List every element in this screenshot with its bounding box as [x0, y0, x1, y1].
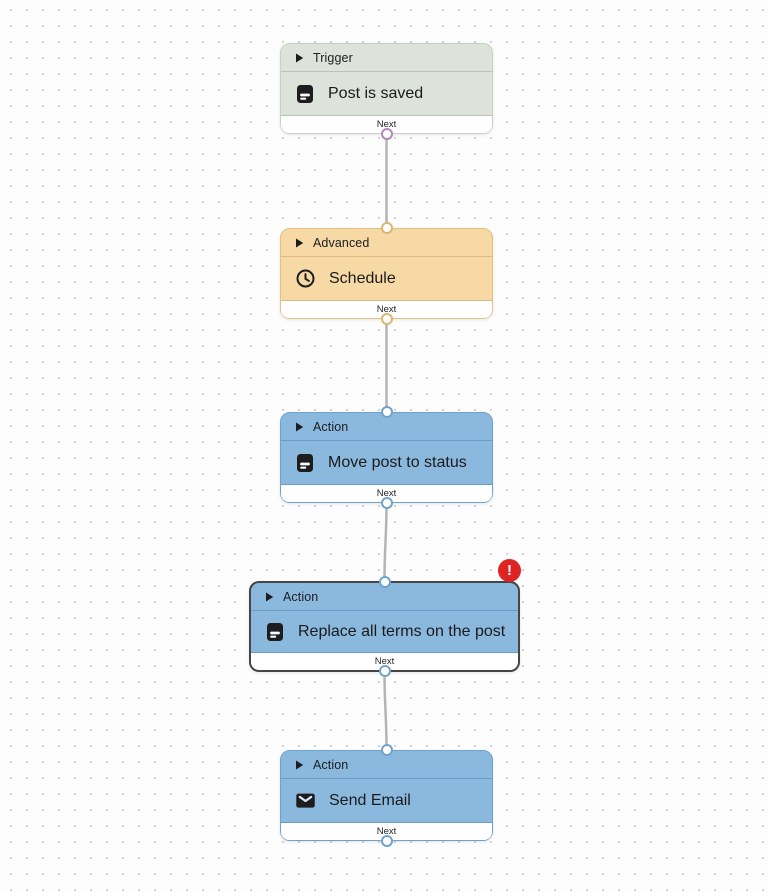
node-footer: Next [281, 300, 492, 318]
input-handle[interactable] [378, 576, 391, 588]
post-icon [297, 453, 313, 472]
node-type-icon [265, 622, 285, 642]
output-handle[interactable] [380, 835, 393, 847]
node-footer: Next [281, 115, 492, 133]
node-title: Schedule [329, 269, 396, 287]
error-exclamation: ! [507, 562, 512, 579]
node-category-label: Action [283, 589, 319, 604]
input-handle[interactable] [380, 744, 393, 756]
workflow-node-replace-all-terms-on-the-post[interactable]: Action Replace all terms on the post [249, 559, 521, 677]
node-body: Send Email [281, 779, 492, 822]
node-category-label: Trigger [313, 50, 353, 65]
disclosure-triangle-icon [295, 760, 304, 770]
node-title: Move post to status [328, 453, 467, 471]
next-label: Next [376, 488, 397, 499]
error-badge: ! [498, 559, 521, 582]
node-header[interactable]: Action [281, 413, 492, 441]
node-category-label: Action [313, 419, 349, 434]
next-label: Next [374, 656, 395, 667]
node-title: Replace all terms on the post [298, 622, 506, 640]
clock-icon [296, 269, 315, 288]
node-footer: Next [281, 822, 492, 840]
next-label: Next [376, 826, 397, 837]
disclosure-triangle-icon [295, 422, 304, 432]
disclosure-triangle-icon [295, 53, 304, 63]
node-type-icon [295, 84, 315, 104]
output-handle[interactable] [380, 313, 393, 325]
output-handle[interactable] [380, 497, 393, 509]
next-label: Next [376, 304, 397, 315]
input-handle[interactable] [380, 406, 393, 418]
mail-icon [296, 793, 315, 808]
node-category-label: Action [313, 757, 349, 772]
next-label: Next [376, 119, 397, 130]
node-header[interactable]: Action [251, 583, 518, 611]
node-category-label: Advanced [313, 235, 370, 250]
input-handle[interactable] [380, 222, 393, 234]
node-body: Post is saved [281, 72, 492, 115]
node-type-icon [295, 453, 315, 473]
edge-move-post-to-status-to-replace-all-terms-on-the-post[interactable] [383, 502, 388, 582]
workflow-node-send-email[interactable]: Action Send Email Next [280, 744, 493, 847]
node-body: Schedule [281, 257, 492, 300]
post-icon [297, 84, 313, 103]
node-title: Post is saved [328, 84, 424, 102]
disclosure-triangle-icon [295, 238, 304, 248]
node-header[interactable]: Advanced [281, 229, 492, 257]
workflow-node-move-post-to-status[interactable]: Action Move post to status [280, 406, 493, 509]
node-type-icon [295, 268, 316, 289]
node-footer: Next [251, 652, 518, 670]
node-body: Replace all terms on the post [251, 611, 518, 652]
workflow-node-schedule[interactable]: Advanced Schedule Next [280, 222, 493, 325]
node-header[interactable]: Trigger [281, 44, 492, 72]
workflow-node-post-is-saved[interactable]: Trigger Post is saved N [280, 43, 493, 140]
node-type-icon [295, 790, 316, 811]
edge-replace-all-terms-on-the-post-to-send-email[interactable] [383, 671, 388, 751]
post-icon [267, 622, 283, 641]
node-title: Send Email [329, 791, 411, 809]
output-handle[interactable] [380, 128, 393, 140]
disclosure-triangle-icon [265, 592, 274, 602]
node-header[interactable]: Action [281, 751, 492, 779]
node-body: Move post to status [281, 441, 492, 484]
output-handle[interactable] [378, 665, 391, 677]
node-footer: Next [281, 484, 492, 502]
